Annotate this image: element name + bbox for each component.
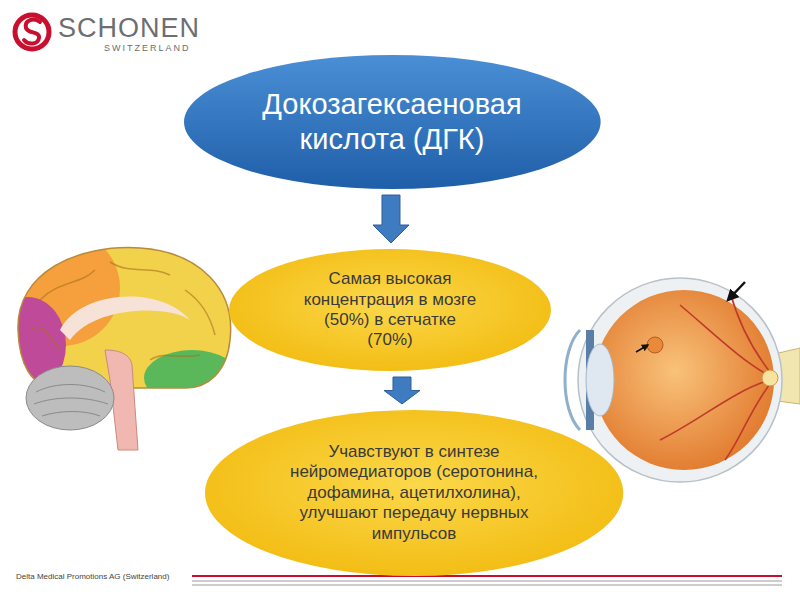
logo-ring xyxy=(15,15,49,49)
optic-disc xyxy=(762,370,778,386)
ellipse-outline xyxy=(183,54,602,190)
footer-grey-line xyxy=(192,581,782,582)
block-arrow xyxy=(384,377,420,404)
cerebellum xyxy=(26,366,114,430)
pointer-arrow xyxy=(636,345,648,352)
logo-text: SCHONEN xyxy=(58,13,200,44)
ellipse-fill xyxy=(229,249,551,371)
fact-ellipse: Самая высокая концентрация в мозге (50%)… xyxy=(228,248,552,372)
logo-s xyxy=(24,20,40,44)
sclera xyxy=(578,278,782,482)
pointer-arrow xyxy=(728,282,745,300)
corpus-callosum xyxy=(60,297,190,340)
cerebellum-folds xyxy=(34,385,108,417)
lens xyxy=(586,344,614,416)
text-group: Самая высокая концентрация в мозге (50%)… xyxy=(303,269,478,351)
block-arrow xyxy=(373,195,409,243)
ellipse-fill xyxy=(184,55,601,189)
node-text: Самая высокая концентрация в мозге (50%)… xyxy=(303,269,478,351)
ellipse-fill xyxy=(205,410,623,576)
retina xyxy=(594,290,774,470)
node-text: Докозагексаеновая кислота (ДГК) xyxy=(242,87,542,157)
macula xyxy=(647,337,663,353)
text-group: Учавствуют в синтезе нейромедиаторов (се… xyxy=(279,442,549,544)
text-group: Докозагексаеновая кислота (ДГК) xyxy=(242,87,542,157)
node-text: Учавствуют в синтезе нейромедиаторов (се… xyxy=(279,442,549,544)
eye-illustration xyxy=(565,278,800,482)
logo-mark xyxy=(15,15,49,49)
topic-ellipse: Докозагексаеновая кислота (ДГК) xyxy=(183,54,602,190)
cornea xyxy=(565,330,580,430)
footer-grey-line xyxy=(192,585,782,586)
logo-subtext: SWITZERLAND xyxy=(104,43,191,53)
footer-red-line xyxy=(192,575,782,577)
gyri-lines xyxy=(30,262,215,360)
blood-vessels xyxy=(660,292,770,460)
brain-illustration xyxy=(0,230,240,450)
footer-note: Delta Medical Promotions AG (Switzerland… xyxy=(16,572,169,581)
fact-ellipse: Учавствуют в синтезе нейромедиаторов (се… xyxy=(204,409,624,577)
footer-rule xyxy=(192,576,782,585)
